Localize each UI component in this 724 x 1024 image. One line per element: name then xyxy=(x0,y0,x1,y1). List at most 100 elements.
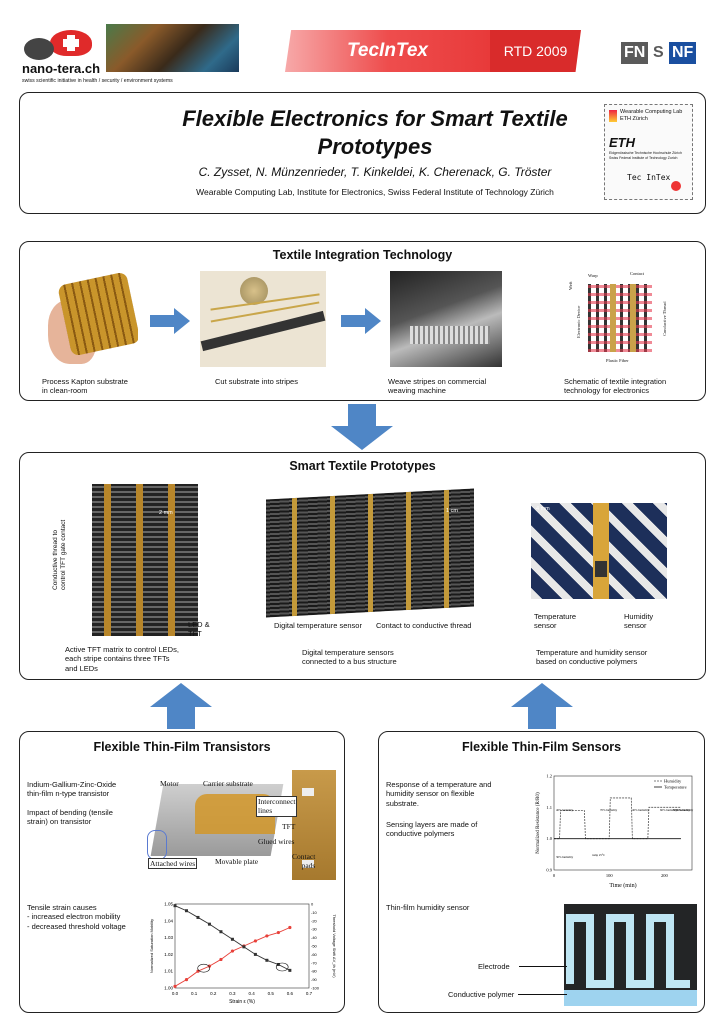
y-axis-label: Normalized Saturation Mobility xyxy=(149,919,154,973)
tecintex-dot xyxy=(671,181,681,191)
temperature-sensor-photo xyxy=(266,488,474,618)
arrow-right-icon xyxy=(150,308,190,334)
setup-attached: Attached wires xyxy=(148,858,198,870)
y-right-tick-label: -80 xyxy=(311,969,318,974)
schematic-device: Electronic Device xyxy=(576,305,581,338)
data-point xyxy=(219,957,223,962)
y-tick-label: 0.9 xyxy=(546,868,552,873)
humidity-annotation: 30% humidity xyxy=(556,855,574,859)
highlight-circle-right xyxy=(275,962,289,972)
electrode-pointer xyxy=(519,966,567,967)
y-tick-label: 1.1 xyxy=(546,805,552,810)
arrow-up-icon xyxy=(511,683,573,729)
humidity-sensor-photo xyxy=(531,503,667,599)
data-point xyxy=(207,922,211,926)
arrow-right-icon xyxy=(341,308,381,334)
y-right-tick-label: 0 xyxy=(311,902,314,907)
y-tick-label: 1.05 xyxy=(164,902,173,907)
data-point xyxy=(207,964,212,968)
nanotera-photo xyxy=(106,24,239,72)
y-tick-label: 1.00 xyxy=(164,986,173,991)
series-line-0 xyxy=(554,797,681,840)
humidity-annotation: ramp 25°C xyxy=(592,853,605,857)
y-tick-label: 1.2 xyxy=(546,774,552,779)
polymer-label: Conductive polymer xyxy=(448,990,515,999)
x-axis-label: Strain ε (%) xyxy=(229,999,255,1005)
y-right-tick-label: -30 xyxy=(311,927,318,932)
y-axis-label: Normalized Resistance (R/R0) xyxy=(536,792,541,854)
temp-sensor-label-3: Temperature sensor xyxy=(534,612,577,631)
x-tick-label: 0.1 xyxy=(191,991,198,996)
y-tick-label: 1.04 xyxy=(164,918,173,923)
poster-title: Flexible Electronics for Smart Textile P… xyxy=(182,106,568,159)
schematic-fiber: Plastic Fiber xyxy=(606,358,629,363)
setup-interconnect: Interconnect lines xyxy=(256,796,298,817)
bending-setup-photo xyxy=(147,770,337,882)
tft-text-2: Impact of bending (tensile strain) on tr… xyxy=(27,808,113,827)
snf-right: NF xyxy=(669,42,697,64)
project-banner: TecInTex RTD 2009 xyxy=(285,30,581,72)
y-right-tick-label: -100 xyxy=(311,986,320,991)
schematic-weft: Weft xyxy=(568,281,573,290)
data-point xyxy=(173,984,177,988)
x-axis-label: Time (min) xyxy=(609,882,636,889)
sensor-text-1: Response of a temperature and humidity s… xyxy=(386,780,492,808)
snf-logo[interactable]: FN S NF xyxy=(621,42,705,64)
legend-label: Temperature xyxy=(664,785,687,790)
program-label: RTD 2009 xyxy=(490,30,581,72)
eth-logo: ETH xyxy=(609,135,635,150)
hum-sensor-label: Humidity sensor xyxy=(624,612,654,631)
tft-text-1: Indium-Gallium-Zinc-Oxide thin-film n-ty… xyxy=(27,780,117,799)
x-tick-label: 0 xyxy=(553,873,556,878)
data-point xyxy=(173,904,177,908)
x-tick-label: 0.4 xyxy=(248,991,255,996)
x-tick-label: 200 xyxy=(661,873,669,878)
arrow-up-icon xyxy=(150,683,212,729)
tft-matrix-photo xyxy=(92,484,198,636)
step3-caption: Weave stripes on commercial weaving mach… xyxy=(388,377,487,396)
tft-scale-label: 2 mm xyxy=(159,510,173,516)
temp-sensor-label: Digital temperature sensor xyxy=(274,621,362,630)
x-tick-label: 100 xyxy=(606,873,614,878)
stripes-photo xyxy=(200,271,326,367)
proto2-caption: Digital temperature sensors connected to… xyxy=(302,648,397,667)
humidity-annotation: 70% humidity xyxy=(600,808,618,812)
project-name: TecInTex xyxy=(285,30,490,72)
nanotera-logo[interactable]: nano-tera.ch swiss scientific initiative… xyxy=(22,24,242,84)
data-point xyxy=(184,909,188,913)
affiliation: Wearable Computing Lab, Institute for El… xyxy=(196,187,554,197)
setup-carrier: Carrier substrate xyxy=(203,779,253,788)
wcl-logo: Wearable Computing Lab ETH Zürich xyxy=(609,109,689,125)
data-point xyxy=(253,952,257,956)
humidity-annotation: 40% humidity xyxy=(676,808,694,812)
x-tick-label: 0.2 xyxy=(210,991,217,996)
y-right-tick-label: -60 xyxy=(311,952,318,957)
x-tick-label: 0.6 xyxy=(287,991,294,996)
authors: C. Zysset, N. Münzenrieder, T. Kinkeldei… xyxy=(198,165,552,179)
setup-glued: Glued wires xyxy=(258,837,295,846)
y-right-tick-label: -10 xyxy=(311,910,318,915)
y-tick-label: 1.02 xyxy=(164,952,173,957)
y-tick-label: 1.0 xyxy=(546,836,552,841)
y-tick-label: 1.01 xyxy=(164,969,173,974)
data-point xyxy=(184,978,189,982)
plot-frame xyxy=(553,775,693,871)
proto3-caption: Temperature and humidity sensor based on… xyxy=(536,648,648,667)
arrow-down-icon xyxy=(331,404,393,450)
schematic-diagram: Warp Contact Weft Electronic Device Cond… xyxy=(566,268,678,368)
y-right-tick-label: -70 xyxy=(311,960,318,965)
x-tick-label: 0.5 xyxy=(268,991,275,996)
hum-scale-label: 4 mm xyxy=(536,506,550,512)
legend-label: Humidity xyxy=(664,779,682,784)
eth-line2: Swiss Federal Institute of Technology Zu… xyxy=(609,156,678,160)
proto1-caption: Active TFT matrix to control LEDs, each … xyxy=(65,645,179,673)
sensors-title: Flexible Thin-Film Sensors xyxy=(461,740,622,754)
y-tick-label: 1.03 xyxy=(164,935,173,940)
data-point xyxy=(265,934,269,938)
electrode-label: Electrode xyxy=(478,962,510,971)
tecintex-logo: Tec InTex xyxy=(627,173,671,182)
swiss-cross-mark-h xyxy=(63,39,79,47)
title-panel: Flexible Electronics for Smart Textile P… xyxy=(19,92,706,214)
